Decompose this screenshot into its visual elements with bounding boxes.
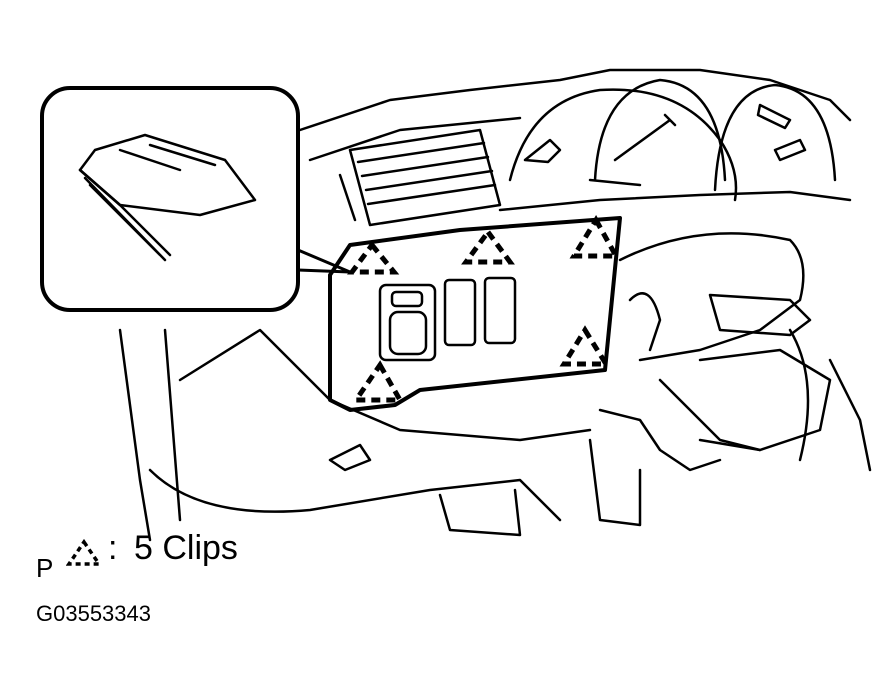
dash-lower-sweep: [178, 328, 592, 442]
steering-column-icon: [598, 232, 872, 472]
dashed-triangle-clip-icon: [66, 539, 102, 566]
air-vent-icon: [338, 128, 502, 227]
clip-marker: [569, 215, 621, 259]
legend-text: 5 Clips: [134, 529, 238, 567]
legend-colon: :: [108, 529, 118, 567]
dashboard-ledge: [308, 116, 522, 162]
a-pillar: [118, 328, 152, 542]
clip-marker: [347, 240, 400, 275]
legend-prefix: P: [36, 553, 54, 583]
clip-detail-callout: [40, 86, 352, 312]
dashboard-top-edge: [298, 68, 852, 132]
clip-marker: [351, 360, 405, 403]
clip-marker: [559, 325, 611, 367]
figure-id: G03553343: [36, 601, 151, 626]
clip-marker: [461, 227, 515, 265]
panel-switches-icon: [378, 276, 517, 362]
gauge-cluster-icon: [508, 78, 837, 202]
knee-panel: [148, 468, 562, 522]
dash-shelf-line: [498, 190, 852, 212]
